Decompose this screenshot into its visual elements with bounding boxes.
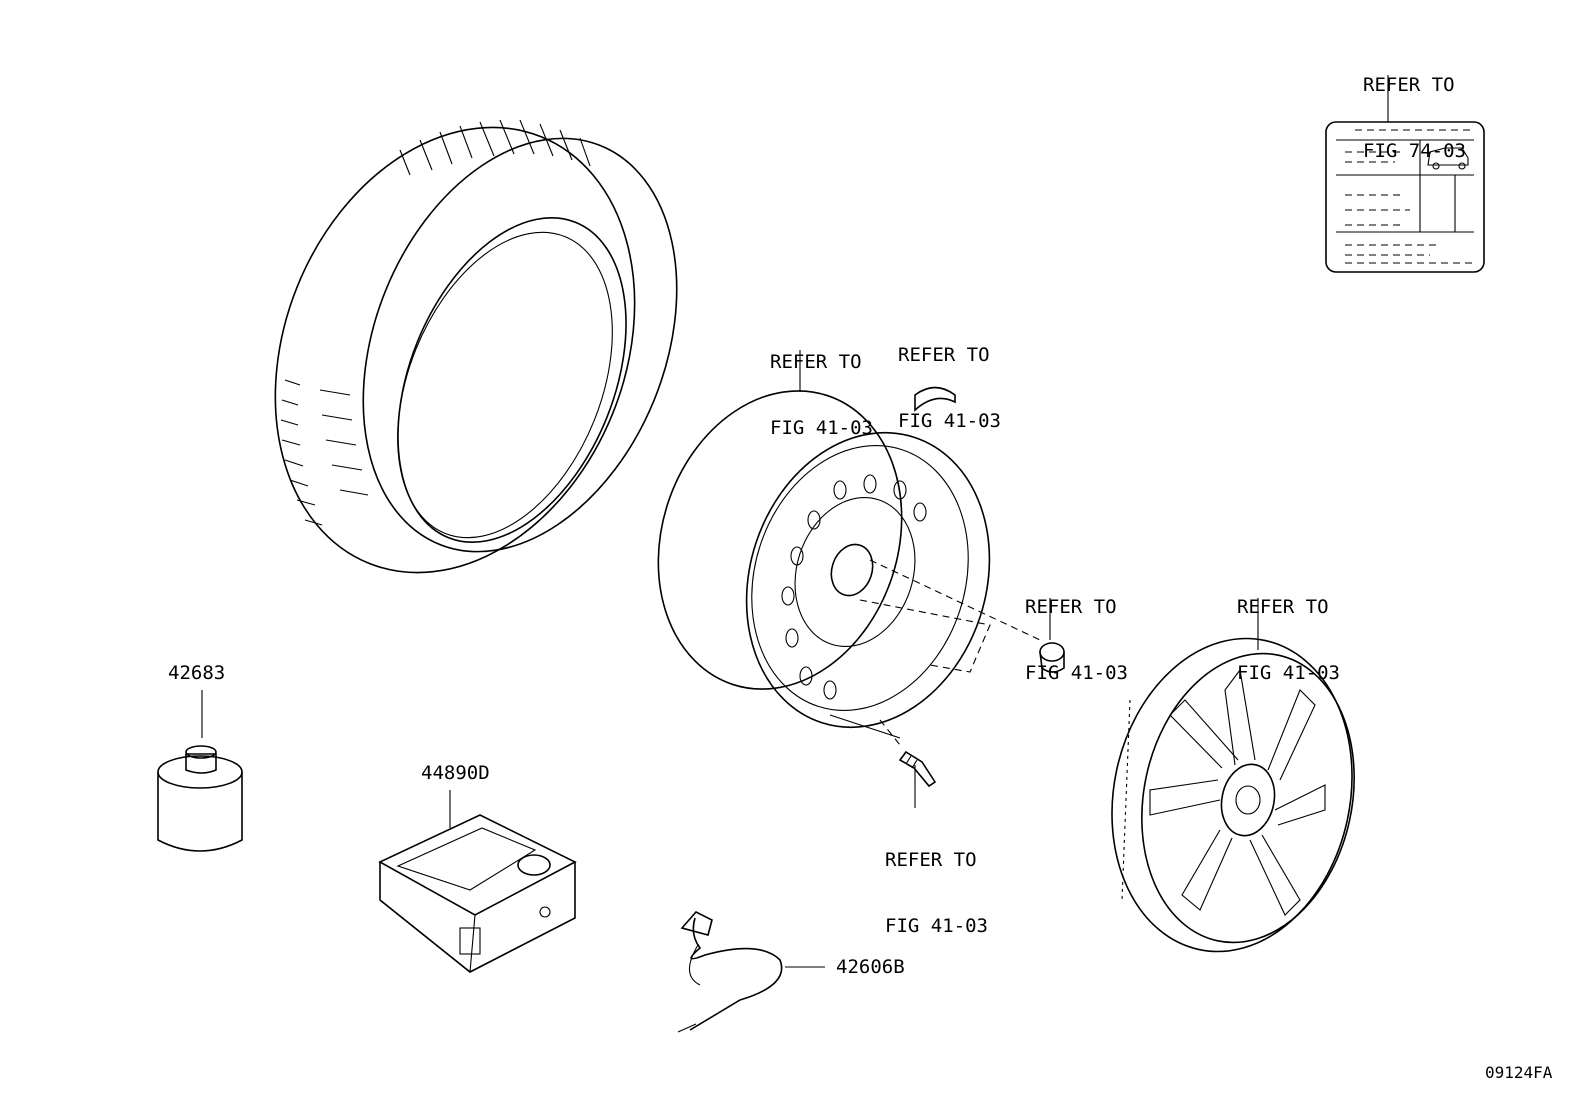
ref-line-1: REFER TO (1363, 74, 1455, 96)
ref-line-1: REFER TO (1237, 596, 1329, 618)
part-number-sealant-bottle[interactable]: 42683 (168, 662, 226, 684)
label-plate-illustration (1325, 121, 1485, 273)
ref-balance-weight: REFER TO FIG 41-03 (898, 300, 1001, 454)
ref-hub-nut: REFER TO FIG 41-03 (1025, 552, 1128, 706)
ref-line-1: REFER TO (770, 351, 862, 373)
ref-line-1: REFER TO (898, 344, 990, 366)
balance-weight-illustration (914, 386, 956, 412)
repair-kit-illustration (378, 790, 577, 973)
ref-wheel-cap: REFER TO FIG 41-03 (1237, 552, 1340, 706)
hub-nut-illustration (1039, 642, 1065, 673)
ref-line-2: FIG 41-03 (898, 410, 1001, 432)
ref-line-2: FIG 41-03 (1025, 662, 1128, 684)
ref-line-2: FIG 41-03 (885, 915, 988, 937)
sealant-bottle-illustration (157, 690, 243, 852)
ref-valve: REFER TO FIG 41-03 (885, 805, 988, 959)
ref-label-plate: REFER TO FIG 74-03 (1363, 30, 1466, 184)
part-number-repair-kit[interactable]: 44890D (421, 762, 490, 784)
ref-line-1: REFER TO (885, 849, 977, 871)
hose-illustration (677, 911, 825, 1033)
wheel-cap-illustration (1111, 637, 1355, 953)
valve-illustration (898, 750, 937, 788)
ref-line-2: FIG 41-03 (1237, 662, 1340, 684)
figure-code: 09124FA (1485, 1063, 1553, 1082)
ref-line-1: REFER TO (1025, 596, 1117, 618)
wheel-illustration (657, 390, 991, 739)
ref-wheel: REFER TO FIG 41-03 (770, 307, 873, 461)
part-number-hose[interactable]: 42606B (836, 956, 905, 978)
ref-line-2: FIG 41-03 (770, 417, 873, 439)
ref-line-2: FIG 74-03 (1363, 140, 1466, 162)
tire-illustration (274, 119, 678, 574)
